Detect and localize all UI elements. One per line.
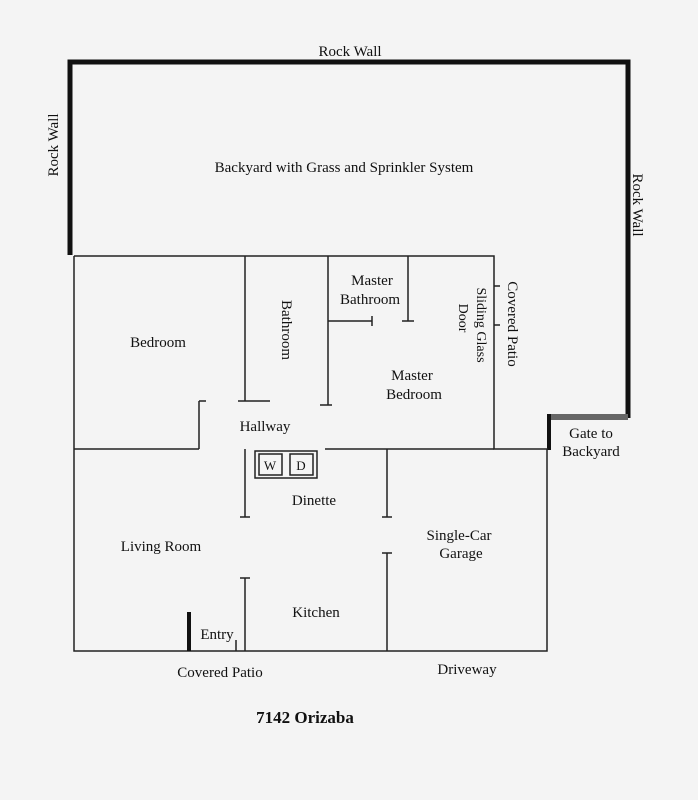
entry-label: Entry [200,627,234,643]
living-room-label: Living Room [121,539,202,555]
dryer-label: D [296,458,305,473]
covered-patio-side-label: Covered Patio [504,281,520,366]
washer-label: W [264,458,277,473]
master-bedroom-label-1: Master [391,368,433,384]
backyard-label: Backyard with Grass and Sprinkler System [215,160,474,176]
rock-wall-left-label: Rock Wall [46,113,62,176]
house-walls [73,255,548,652]
master-bath-label-2: Bathroom [340,292,400,308]
master-bath-label-1: Master [351,273,393,289]
bathroom-label: Bathroom [278,300,294,360]
gate-label-1: Gate to [569,426,613,442]
covered-patio-front-label: Covered Patio [177,665,262,681]
washer [258,453,283,476]
garage-label-2: Garage [439,546,483,562]
rock-wall-right-label: Rock Wall [629,173,645,236]
gate [548,414,628,420]
rock-wall [67,59,631,418]
sliding-door-label-2: Door [455,304,470,333]
master-bedroom-label-2: Bedroom [386,387,442,403]
dryer [289,453,314,476]
page-title: 7142 Orizaba [256,708,354,727]
dinette-label: Dinette [292,493,336,509]
sliding-door-label-1: Sliding Glass [473,287,488,362]
driveway-label: Driveway [437,662,497,678]
gate-label-2: Backyard [562,444,620,460]
rock-wall-top-label: Rock Wall [318,44,381,60]
bedroom-label: Bedroom [130,335,186,351]
kitchen-label: Kitchen [292,605,340,621]
laundry-area [254,450,318,479]
hallway-label: Hallway [240,419,291,435]
garage-label-1: Single-Car [427,528,492,544]
